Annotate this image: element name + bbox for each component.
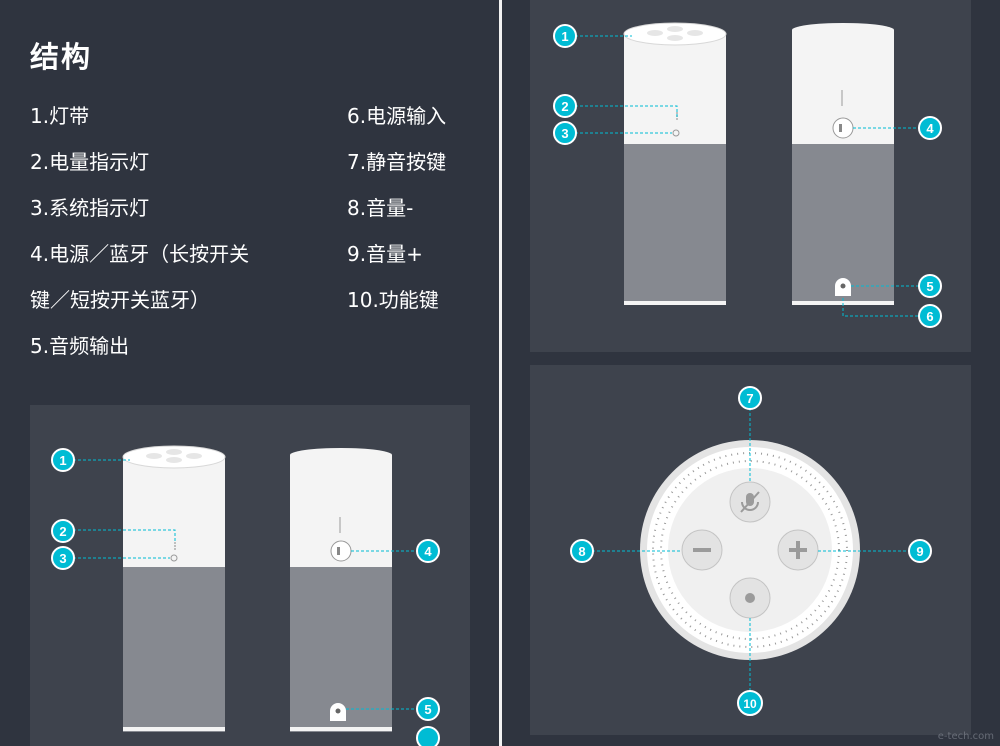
part-label-5: 5.音频输出 <box>30 334 130 358</box>
power-icon <box>839 124 842 132</box>
callout-5-badge <box>416 697 440 721</box>
callout-2-badge <box>553 94 577 118</box>
callout-2: 2 <box>59 524 66 539</box>
callout-6-badge-cropped <box>416 726 440 746</box>
callout-9-badge <box>908 539 932 563</box>
callout-10: 10 <box>743 697 757 711</box>
callout-3: 3 <box>561 126 568 141</box>
speaker-side-diagram-lower-svg: 1 2 3 4 5 <box>51 445 440 746</box>
speaker-side-diagram-lower: 1 2 3 4 5 <box>30 405 470 746</box>
battery-indicator-dot <box>676 112 678 114</box>
mic-mute-icon-arc <box>741 501 759 511</box>
part-label-4a: 4.电源／蓝牙（长按开关 <box>30 242 250 266</box>
callout-10-badge <box>737 690 763 716</box>
callout-3-badge <box>51 546 75 570</box>
light-ring <box>623 22 727 46</box>
page-title: 结构 <box>30 40 93 74</box>
callout-7: 7 <box>746 391 753 406</box>
part-label-10: 10.功能键 <box>347 288 439 312</box>
left-panel: 结构 1.灯带 2.电量指示灯 3.系统指示灯 4.电源／蓝牙（长按开关 键／短… <box>0 0 499 746</box>
minus-icon <box>693 548 711 552</box>
speaker-side-diagram: 1 2 3 4 5 6 <box>530 0 971 352</box>
speaker-back-cap <box>792 23 894 37</box>
brand-mark <box>841 90 843 106</box>
speaker-top-diagram: 7 8 9 10 <box>530 365 971 735</box>
speaker-base <box>624 301 726 305</box>
callout-7-badge <box>738 386 762 410</box>
part-label-6: 6.电源输入 <box>347 104 447 128</box>
callout-4: 4 <box>424 544 432 559</box>
watermark: e-tech.com <box>937 731 994 742</box>
part-label-3: 3.系统指示灯 <box>30 196 150 220</box>
part-label-8: 8.音量- <box>347 196 414 220</box>
audio-port-hole <box>335 708 341 714</box>
right-panel: 1 2 3 4 5 6 <box>502 0 1000 746</box>
speaker-grille-dots-inner <box>660 460 840 640</box>
callout-4-badge <box>416 539 440 563</box>
callout-9: 9 <box>916 544 923 559</box>
battery-indicator-dot <box>174 545 176 547</box>
speaker-back-base <box>290 727 392 731</box>
battery-indicator-dot <box>174 548 176 550</box>
callout-line <box>842 298 930 317</box>
callout-4-badge <box>918 116 942 140</box>
part-label-4b: 键／短按开关蓝牙） <box>30 288 210 312</box>
part-label-1: 1.灯带 <box>30 104 90 128</box>
dot-icon <box>745 593 755 603</box>
audio-port-hole <box>840 283 846 289</box>
panel-divider <box>499 0 502 746</box>
callout-1-badge <box>51 448 75 472</box>
callout-1: 1 <box>561 29 568 44</box>
system-indicator <box>672 129 680 137</box>
top-button-shape <box>186 453 202 459</box>
power-icon <box>337 547 340 555</box>
part-label-9: 9.音量+ <box>347 242 423 266</box>
top-button-shape <box>667 26 683 32</box>
top-button-shape <box>166 457 182 463</box>
callout-1: 1 <box>59 453 66 468</box>
speaker-base <box>123 727 225 731</box>
callout-3: 3 <box>59 551 66 566</box>
callout-8-badge <box>570 539 594 563</box>
callout-2: 2 <box>561 99 568 114</box>
speaker-body-top <box>123 455 225 567</box>
battery-indicator-dot <box>676 118 678 120</box>
speaker-back-cap <box>290 448 392 462</box>
callout-6-badge <box>918 304 942 328</box>
callout-1-badge <box>553 24 577 48</box>
power-bluetooth-button <box>330 540 352 562</box>
callout-5: 5 <box>926 279 933 294</box>
callout-4: 4 <box>926 121 934 136</box>
top-button-shape <box>146 453 162 459</box>
callout-line <box>63 529 176 542</box>
brand-mark <box>339 517 341 533</box>
speaker-body-bottom <box>123 567 225 732</box>
callout-2-badge <box>51 519 75 543</box>
speaker-top-center <box>668 468 832 632</box>
callout-5: 5 <box>424 702 431 717</box>
plus-icon-v <box>796 541 800 559</box>
callout-6: 6 <box>926 309 933 324</box>
top-button-shape <box>667 35 683 41</box>
power-bluetooth-button <box>832 117 854 139</box>
speaker-body-bottom <box>624 144 726 305</box>
callout-3-badge <box>553 121 577 145</box>
part-label-7: 7.静音按键 <box>347 150 447 174</box>
top-button-shape <box>647 30 663 36</box>
mic-mute-icon-slash <box>740 491 760 513</box>
top-button-shape <box>166 449 182 455</box>
speaker-top-diagram-svg: 7 8 9 10 <box>570 386 932 716</box>
callout-line <box>565 105 678 117</box>
speaker-side-diagram-svg: 1 2 3 4 5 6 <box>553 22 942 328</box>
speaker-body-top <box>624 34 726 144</box>
system-indicator <box>170 554 178 562</box>
part-label-2: 2.电量指示灯 <box>30 150 150 174</box>
battery-indicator-dot <box>174 542 176 544</box>
callout-8: 8 <box>578 544 585 559</box>
top-button-shape <box>687 30 703 36</box>
callout-5-badge <box>918 274 942 298</box>
